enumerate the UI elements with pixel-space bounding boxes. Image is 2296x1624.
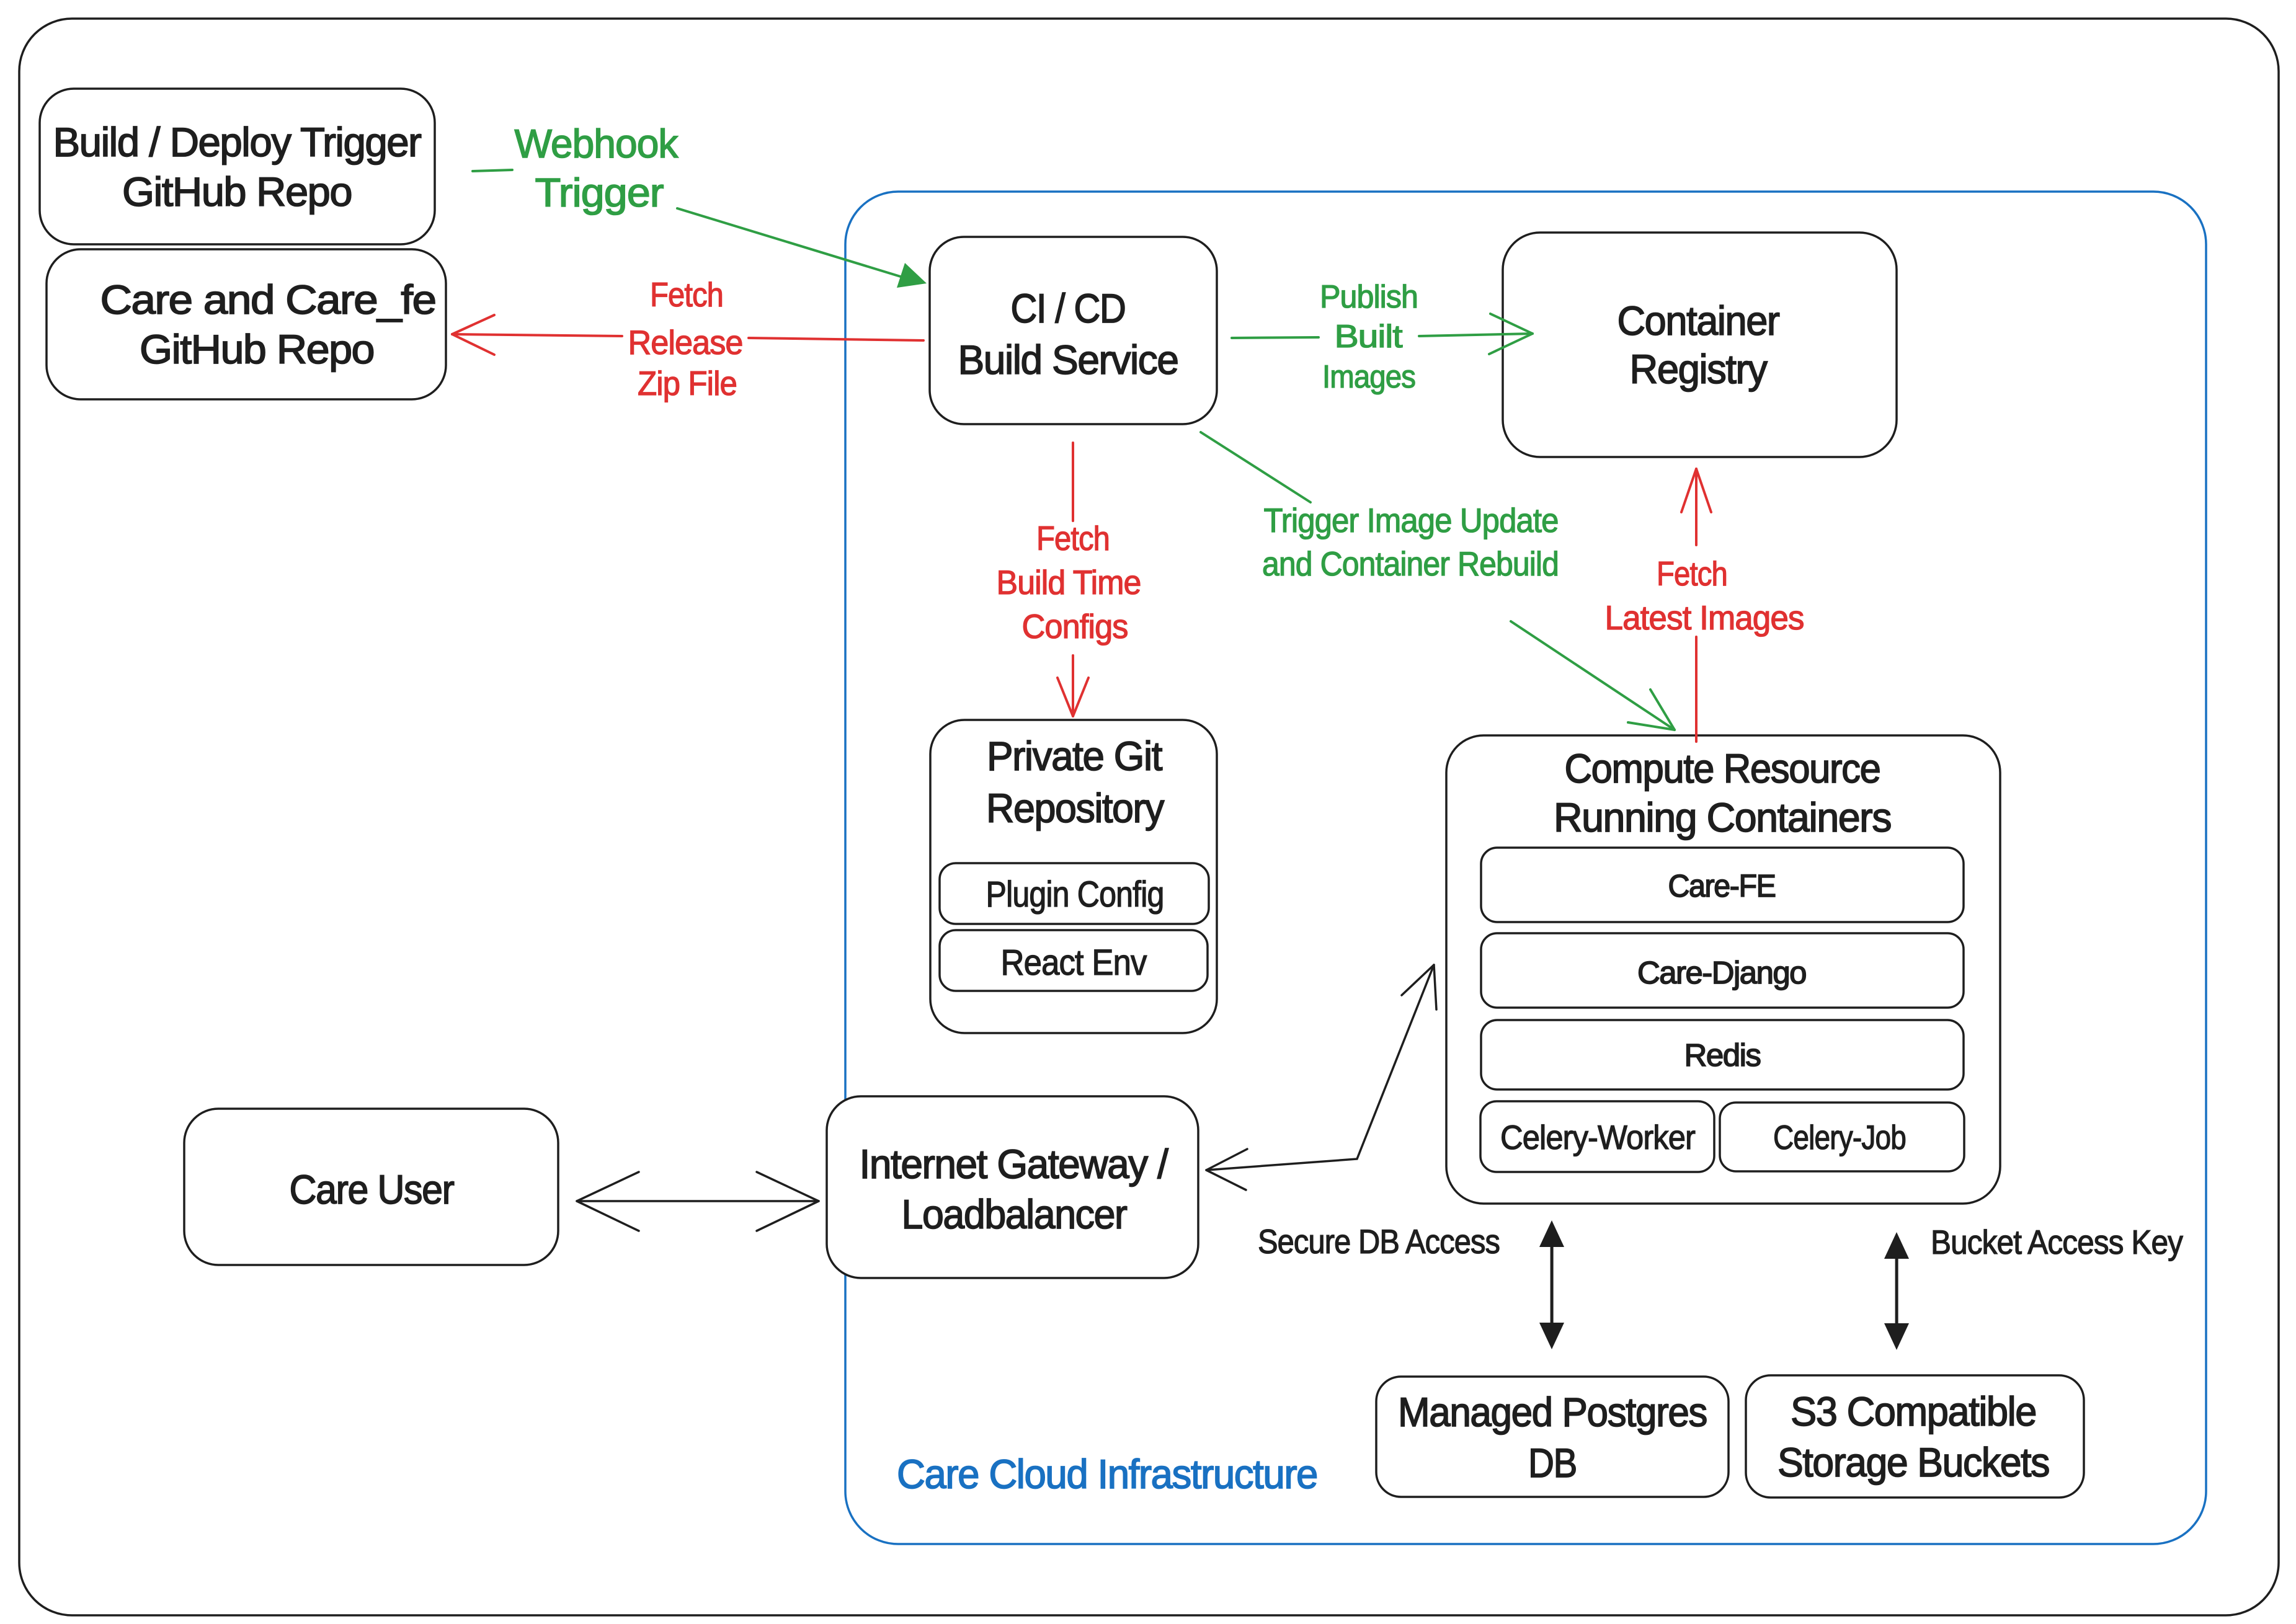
svg-text:Container: Container bbox=[1617, 298, 1779, 344]
svg-text:Built: Built bbox=[1335, 319, 1404, 355]
svg-text:Build Service: Build Service bbox=[958, 337, 1178, 383]
svg-text:Care-Django: Care-Django bbox=[1637, 955, 1806, 990]
svg-text:Celery-Job: Celery-Job bbox=[1773, 1118, 1906, 1156]
svg-text:Running Containers: Running Containers bbox=[1554, 794, 1891, 840]
svg-text:Trigger: Trigger bbox=[535, 170, 664, 215]
svg-text:Managed Postgres: Managed Postgres bbox=[1398, 1389, 1707, 1435]
svg-text:Fetch: Fetch bbox=[650, 275, 723, 314]
svg-text:Publish: Publish bbox=[1320, 279, 1418, 315]
svg-text:GitHub Repo: GitHub Repo bbox=[140, 326, 374, 372]
svg-text:Care Cloud Infrastructure: Care Cloud Infrastructure bbox=[897, 1451, 1317, 1497]
svg-text:Loadbalancer: Loadbalancer bbox=[902, 1191, 1127, 1237]
svg-text:Storage Buckets: Storage Buckets bbox=[1778, 1439, 2049, 1485]
svg-text:Fetch: Fetch bbox=[1657, 554, 1727, 593]
svg-text:Configs: Configs bbox=[1022, 607, 1128, 646]
svg-text:Release: Release bbox=[628, 323, 743, 362]
svg-text:Internet Gateway /: Internet Gateway / bbox=[860, 1141, 1169, 1187]
svg-text:Build / Deploy Trigger: Build / Deploy Trigger bbox=[53, 119, 422, 165]
svg-text:React Env: React Env bbox=[1001, 943, 1147, 983]
svg-text:Trigger Image Update: Trigger Image Update bbox=[1264, 501, 1559, 539]
svg-text:Zip File: Zip File bbox=[638, 364, 737, 402]
svg-text:Repository: Repository bbox=[986, 785, 1164, 831]
svg-text:S3 Compatible: S3 Compatible bbox=[1791, 1388, 2036, 1434]
svg-text:Images: Images bbox=[1322, 359, 1415, 395]
svg-text:Redis: Redis bbox=[1684, 1037, 1761, 1073]
svg-text:CI / CD: CI / CD bbox=[1011, 285, 1126, 331]
svg-text:Bucket Access Key: Bucket Access Key bbox=[1931, 1223, 2183, 1261]
svg-text:Private Git: Private Git bbox=[987, 733, 1162, 779]
svg-text:Build Time: Build Time bbox=[997, 563, 1141, 601]
svg-text:Secure DB Access: Secure DB Access bbox=[1258, 1222, 1500, 1261]
svg-text:Latest Images: Latest Images bbox=[1605, 598, 1804, 637]
svg-text:Webhook: Webhook bbox=[515, 121, 679, 166]
svg-text:Celery-Worker: Celery-Worker bbox=[1500, 1118, 1696, 1156]
svg-text:DB: DB bbox=[1528, 1440, 1577, 1486]
svg-text:and Container Rebuild: and Container Rebuild bbox=[1262, 544, 1559, 583]
svg-text:Plugin Config: Plugin Config bbox=[986, 874, 1164, 915]
svg-text:Compute Resource: Compute Resource bbox=[1565, 745, 1880, 791]
svg-text:Fetch: Fetch bbox=[1036, 519, 1110, 557]
svg-text:Care-FE: Care-FE bbox=[1668, 868, 1776, 903]
svg-text:GitHub Repo: GitHub Repo bbox=[122, 169, 352, 215]
svg-text:Care and Care_fe: Care and Care_fe bbox=[100, 277, 436, 322]
svg-text:Registry: Registry bbox=[1630, 346, 1768, 392]
svg-text:Care User: Care User bbox=[290, 1166, 454, 1212]
